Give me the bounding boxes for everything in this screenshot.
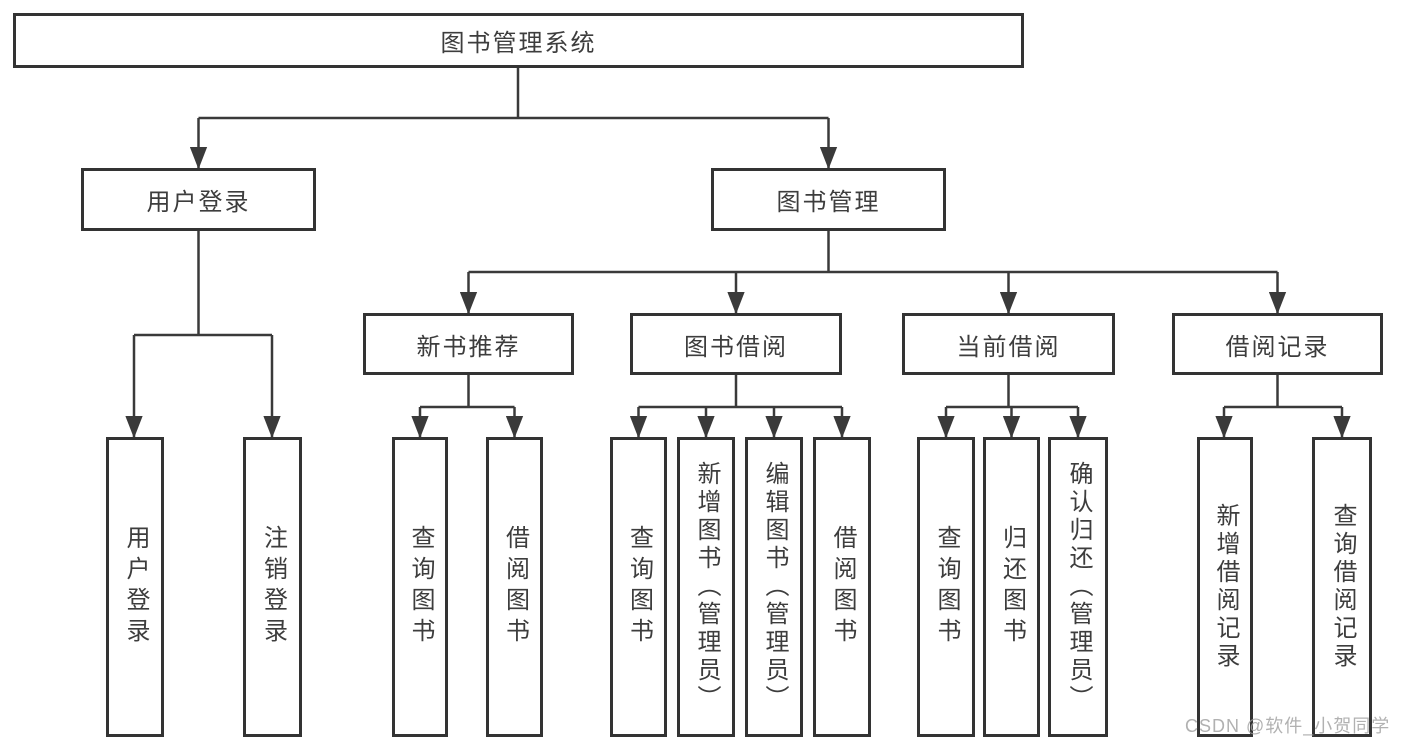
leaf-current-return-books: 归还图书 [983, 437, 1040, 737]
leaf-user-login: 用户登录 [106, 437, 164, 737]
leaf-borrowing-edit-books-admin: 编辑图书（管理员） [745, 437, 803, 737]
node-user-login: 用户登录 [81, 168, 316, 231]
leaf-current-query-books: 查询图书 [917, 437, 975, 737]
leaf-borrowing-query-books: 查询图书 [610, 437, 667, 737]
node-new-book-recommendation: 新书推荐 [363, 313, 574, 375]
leaf-borrowing-borrow-books: 借阅图书 [813, 437, 871, 737]
node-book-management: 图书管理 [711, 168, 946, 231]
leaf-logout: 注销登录 [243, 437, 302, 737]
leaf-current-confirm-return-admin: 确认归还（管理员） [1048, 437, 1108, 737]
leaf-recommend-borrow-books: 借阅图书 [486, 437, 543, 737]
node-current-borrowing: 当前借阅 [902, 313, 1115, 375]
node-book-borrowing: 图书借阅 [630, 313, 842, 375]
csdn-watermark: CSDN @软件_小贺同学 [1185, 716, 1391, 736]
leaf-records-add-record: 新增借阅记录 [1197, 437, 1253, 737]
node-root: 图书管理系统 [13, 13, 1024, 68]
leaf-recommend-query-books: 查询图书 [392, 437, 448, 737]
node-borrowing-records: 借阅记录 [1172, 313, 1383, 375]
leaf-records-query-record: 查询借阅记录 [1312, 437, 1372, 737]
leaf-borrowing-add-books-admin: 新增图书（管理员） [677, 437, 735, 737]
